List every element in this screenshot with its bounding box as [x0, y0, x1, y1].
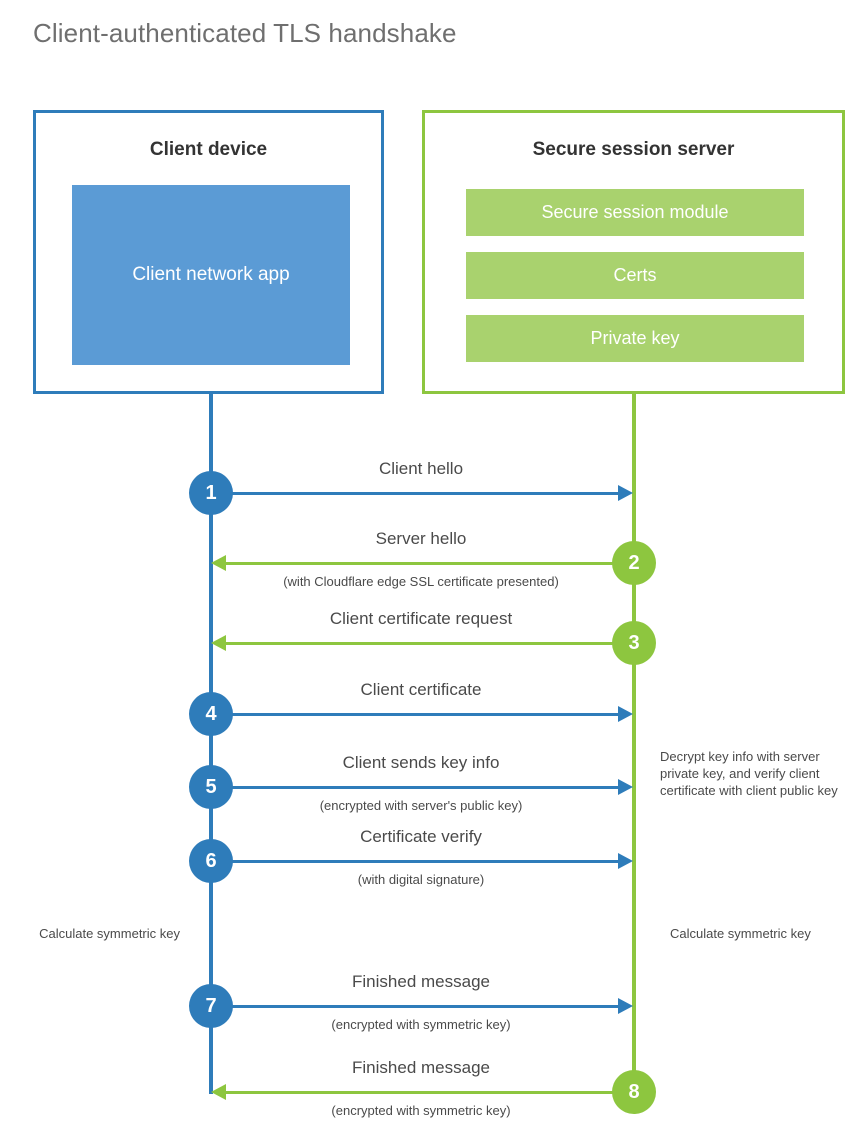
step-5-arrow-head-icon: [618, 779, 633, 795]
step-2-label: Server hello: [375, 529, 467, 548]
step-2-sublabel: (with Cloudflare edge SSL certificate pr…: [283, 574, 559, 589]
client-lifeline: [209, 392, 213, 1094]
step-4-arrow-head-icon: [618, 706, 633, 722]
step-8-number-badge: 8: [612, 1070, 656, 1114]
step-3-label: Client certificate request: [329, 609, 513, 628]
step-4-arrow-line: [211, 713, 621, 716]
step-6-label: Certificate verify: [360, 827, 482, 846]
page-title: Client-authenticated TLS handshake: [33, 18, 457, 48]
client-device-box: Client device Client network app: [33, 110, 384, 394]
step-6-number-badge: 6: [189, 839, 233, 883]
step-7-number-badge: 7: [189, 984, 233, 1028]
step-1-number-badge: 1: [189, 471, 233, 515]
step-1-arrow-head-icon: [618, 485, 633, 501]
step-4-label: Client certificate: [360, 680, 482, 699]
server-component-secure-session-module: Secure session module: [466, 189, 804, 236]
step-2-arrow-head-icon: [211, 555, 226, 571]
step-1-arrow-line: [211, 492, 621, 495]
step-6-sublabel: (with digital signature): [357, 872, 485, 887]
server-calculate-symmetric-key-annotation: Calculate symmetric key: [670, 926, 811, 941]
step-2-arrow-line: [226, 562, 634, 565]
step-5-number-badge: 5: [189, 765, 233, 809]
client-calculate-symmetric-key-annotation: Calculate symmetric key: [39, 926, 180, 941]
client-network-app-block: Client network app: [72, 185, 350, 365]
step-1-label: Client hello: [378, 459, 464, 478]
step-5-label: Client sends key info: [342, 753, 500, 772]
step-5-arrow-line: [211, 786, 621, 789]
step-3-arrow-line: [226, 642, 634, 645]
step-7-sublabel: (encrypted with symmetric key): [331, 1017, 511, 1032]
step-6-arrow-head-icon: [618, 853, 633, 869]
step-8-sublabel: (encrypted with symmetric key): [331, 1103, 511, 1118]
server-component-private-key: Private key: [466, 315, 804, 362]
client-device-title: Client device: [149, 139, 268, 160]
secure-session-server-box: Secure session server Secure session mod…: [422, 110, 845, 394]
step-6-arrow-line: [211, 860, 621, 863]
server-decrypt-annotation: Decrypt key info with server private key…: [660, 749, 838, 798]
step-8-arrow-line: [226, 1091, 634, 1094]
step-7-label: Finished message: [352, 972, 490, 991]
step-7-arrow-line: [211, 1005, 621, 1008]
server-component-certs: Certs: [466, 252, 804, 299]
step-2-number-badge: 2: [612, 541, 656, 585]
secure-session-server-title: Secure session server: [532, 139, 735, 160]
step-8-label: Finished message: [352, 1058, 490, 1077]
step-8-arrow-head-icon: [211, 1084, 226, 1100]
server-lifeline: [632, 392, 636, 1093]
step-4-number-badge: 4: [189, 692, 233, 736]
step-3-number-badge: 3: [612, 621, 656, 665]
step-3-arrow-head-icon: [211, 635, 226, 651]
step-7-arrow-head-icon: [618, 998, 633, 1014]
step-5-sublabel: (encrypted with server's public key): [319, 798, 523, 813]
